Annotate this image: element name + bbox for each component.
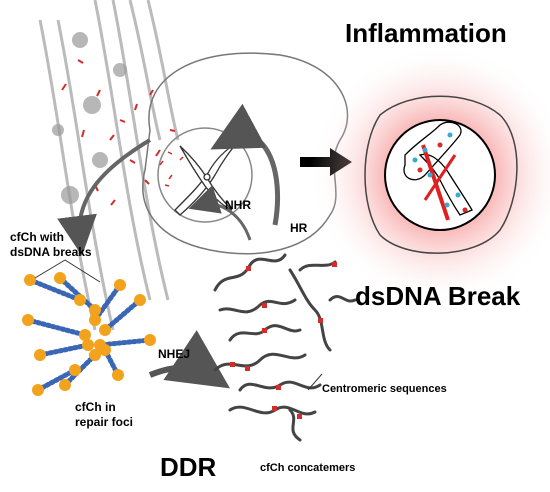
blood-vessel-left [38, 0, 180, 331]
label-hr: HR [290, 221, 308, 235]
red-dots [417, 142, 468, 213]
inflamed-cell [364, 95, 518, 254]
cfch-fragments-bloodstream [61, 59, 176, 228]
centromere-marks [230, 262, 337, 419]
arrow-nhr [188, 185, 252, 241]
cyan-dots [412, 132, 461, 208]
label-inflammation: Inflammation [345, 18, 507, 48]
label-centromeric: Centromeric sequences [322, 383, 447, 395]
label-cfch-breaks: cfCh with dsDNA breaks [10, 230, 92, 259]
label-dsdna-break: dsDNA Break [355, 281, 521, 311]
arrow-hr [210, 103, 281, 226]
label-pointer-3 [307, 373, 323, 391]
arrow-to-cfch [57, 138, 152, 256]
label-pointer-2 [64, 259, 101, 283]
cfch-repair-foci [22, 272, 156, 396]
nucleus [157, 127, 253, 223]
cfch-concatemers [213, 253, 357, 442]
broken-chromosome-icon [403, 121, 473, 216]
nucleus-fragments [159, 151, 184, 187]
label-nhr: NHR [225, 198, 251, 212]
label-concatemers: cfCh concatemers [260, 462, 356, 474]
label-ddr: DDR [160, 452, 217, 482]
label-nhej: NHEJ [158, 347, 191, 361]
label-pointer-1 [34, 259, 66, 279]
blood-cells [52, 32, 127, 204]
arrow-nhej [148, 330, 230, 389]
break-line-2 [423, 154, 457, 201]
label-cfch-repair: cfCh in repair foci [75, 400, 134, 429]
